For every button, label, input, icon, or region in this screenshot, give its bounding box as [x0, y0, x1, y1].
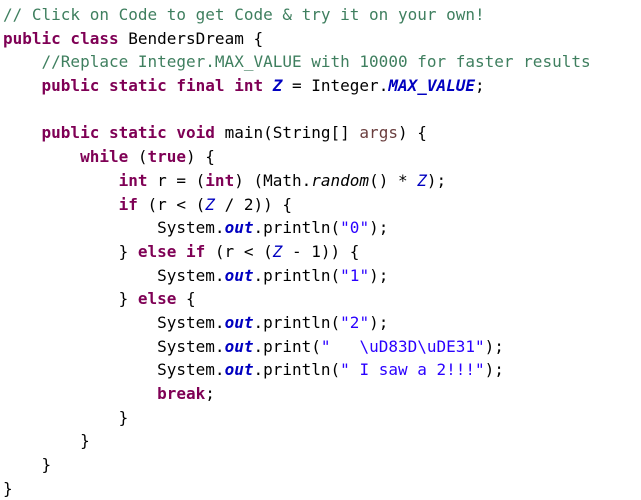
code-token-field: out [224, 218, 254, 238]
code-token-plain: } [3, 289, 138, 309]
code-token-plain: System. [3, 312, 225, 332]
code-token-plain: { [186, 289, 196, 309]
code-line[interactable]: System.out.println("2"); [3, 311, 639, 335]
code-line[interactable]: System.out.print(" \uD83D\uDE31"); [3, 335, 639, 359]
code-token-plain: = Integer. [282, 76, 389, 96]
code-token-plain: } [3, 478, 13, 498]
code-token-field: MAX_VALUE [388, 76, 476, 96]
code-token-field: out [224, 360, 254, 380]
code-token-plain: / 2)) { [214, 194, 292, 214]
code-line[interactable]: //Replace Integer.MAX_VALUE with 10000 f… [3, 50, 639, 74]
code-token-plain: ( [137, 147, 148, 167]
code-token-plain: ) (Math. [234, 170, 312, 190]
code-token-plain [3, 195, 119, 214]
code-token-plain: .println( [253, 360, 341, 380]
code-token-plain: ; [205, 384, 215, 403]
code-token-string: " I saw a 2!!!" [340, 360, 485, 380]
code-line[interactable]: } else { [3, 287, 639, 311]
code-token-static: Z [417, 170, 427, 190]
code-token-plain: ) { [397, 123, 427, 143]
code-line[interactable]: } [3, 406, 639, 430]
code-token-plain: } [3, 407, 129, 427]
code-token-plain: ); [426, 170, 447, 190]
code-token-method: random [311, 170, 370, 190]
code-token-plain: main(String[] [224, 123, 360, 143]
code-token-plain [3, 384, 157, 403]
code-line[interactable]: System.out.println("0"); [3, 216, 639, 240]
code-token-keyword: else if [137, 241, 215, 261]
code-token-plain: ); [369, 218, 389, 238]
code-token-plain: ) { [186, 147, 215, 167]
code-token-static: Z [272, 241, 283, 261]
code-token-field: out [224, 265, 254, 285]
code-token-plain [3, 76, 42, 95]
code-token-plain: r = ( [157, 170, 206, 190]
code-token-plain: () * [369, 170, 418, 190]
code-token-keyword: break [157, 384, 206, 403]
code-line[interactable]: } [3, 429, 639, 453]
code-token-string: "2" [340, 312, 370, 332]
code-line[interactable]: int r = (int) (Math.random() * Z); [3, 169, 639, 193]
code-token-keyword: int [118, 170, 158, 190]
code-editor[interactable]: // Click on Code to get Code & try it on… [3, 3, 639, 498]
code-token-plain: ); [369, 265, 389, 285]
code-token-string: "1" [340, 265, 370, 285]
code-token-plain: System. [3, 360, 225, 380]
code-token-string: " \uD83D\uDE31" [320, 336, 485, 356]
code-token-keyword: int [205, 170, 235, 190]
code-token-keyword: public class [3, 28, 129, 48]
code-line[interactable]: } [3, 453, 639, 477]
code-token-plain: - 1)) { [282, 241, 360, 261]
code-line[interactable]: public static final int Z = Integer.MAX_… [3, 74, 639, 98]
code-token-static: Z [205, 194, 215, 214]
code-token-plain: (r < ( [214, 241, 273, 261]
code-line[interactable]: if (r < (Z / 2)) { [3, 193, 639, 217]
code-token-plain: System. [3, 218, 225, 238]
code-token-plain: (r < ( [147, 194, 206, 214]
code-token-keyword: while [80, 147, 138, 167]
code-line[interactable]: System.out.println(" I saw a 2!!!"); [3, 358, 639, 382]
code-token-keyword: public static final int [41, 76, 273, 96]
code-token-string: "0" [340, 218, 370, 238]
code-token-plain: ; [475, 76, 485, 96]
code-line[interactable] [3, 98, 639, 122]
code-token-plain [3, 147, 80, 166]
code-line[interactable]: while (true) { [3, 145, 639, 169]
code-line[interactable]: } else if (r < (Z - 1)) { [3, 240, 639, 264]
code-line[interactable]: // Click on Code to get Code & try it on… [3, 3, 639, 27]
code-token-keyword: public static void [41, 123, 225, 143]
code-token-plain [3, 123, 42, 142]
code-token-plain: } [3, 241, 138, 261]
code-token-plain: System. [3, 336, 225, 356]
code-token-param: args [359, 123, 398, 143]
code-token-field: out [224, 336, 254, 356]
code-token-plain: System. [3, 265, 225, 285]
code-line[interactable]: break; [3, 382, 639, 406]
code-token-field: out [224, 312, 254, 332]
code-token-keyword: if [118, 194, 148, 214]
code-token-comment: // Click on Code to get Code & try it on… [3, 5, 485, 24]
code-token-plain: BendersDream { [128, 28, 264, 48]
code-line[interactable]: public static void main(String[] args) { [3, 121, 639, 145]
code-token-plain: .println( [253, 218, 341, 238]
code-token-keyword: true [147, 147, 187, 167]
code-line[interactable]: System.out.println("1"); [3, 264, 639, 288]
code-token-plain: .println( [253, 312, 341, 332]
code-token-plain [3, 171, 119, 190]
code-token-plain: } [3, 431, 90, 451]
code-token-keyword: else [137, 289, 187, 309]
code-line[interactable]: } [3, 477, 639, 500]
code-token-field: Z [272, 76, 283, 96]
code-token-plain [3, 52, 42, 71]
code-token-plain: ); [484, 336, 504, 356]
code-token-comment: //Replace Integer.MAX_VALUE with 10000 f… [41, 52, 591, 72]
code-token-plain: ); [484, 360, 504, 380]
code-line[interactable]: public class BendersDream { [3, 27, 639, 51]
code-token-plain: ); [369, 312, 389, 332]
code-token-plain: .println( [253, 265, 341, 285]
code-token-plain: .print( [253, 336, 321, 356]
code-token-plain: } [3, 455, 52, 475]
